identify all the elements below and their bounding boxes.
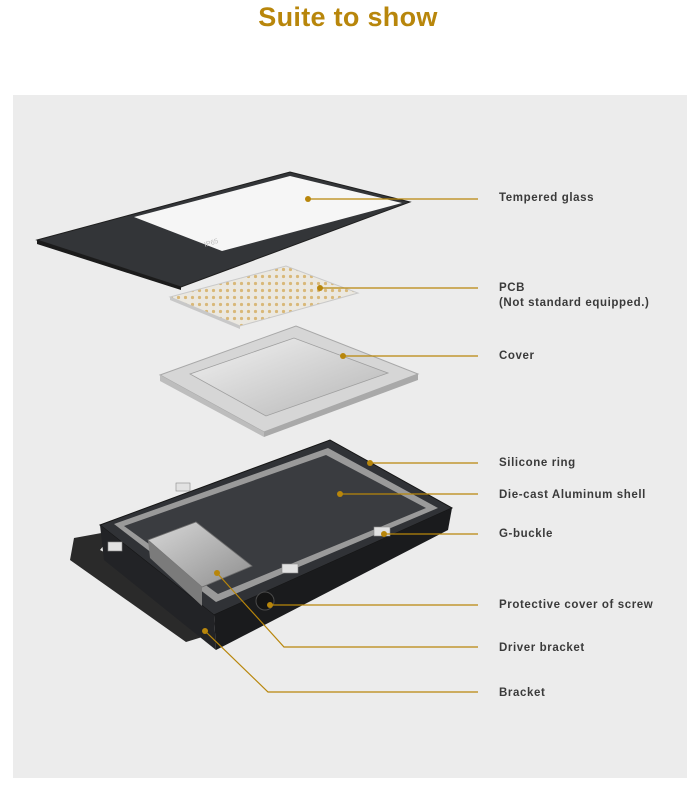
callout-dot-cover — [340, 353, 346, 359]
callout-dot-bracket — [202, 628, 208, 634]
callout-dot-driver-bracket — [214, 570, 220, 576]
callout-dot-g-buckle — [381, 531, 387, 537]
label-g-buckle: G-buckle — [499, 528, 554, 540]
callout-dot-tempered-glass — [305, 196, 311, 202]
label-pcb-note: (Not standard equipped.) — [499, 297, 650, 309]
label-pcb: PCB — [499, 282, 526, 294]
aluminum-shell-part — [70, 439, 454, 650]
glass-mark: IP65 — [204, 238, 220, 249]
callout-dot-silicone-ring — [367, 460, 373, 466]
label-die-cast-aluminum-shell: Die-cast Aluminum shell — [499, 489, 646, 501]
label-silicone-ring: Silicone ring — [499, 457, 576, 469]
callout-dot-die-cast-shell — [337, 491, 343, 497]
tempered-glass-part: IP65 — [35, 171, 412, 290]
label-protective-cover-of-screw: Protective cover of screw — [499, 599, 654, 611]
label-bracket: Bracket — [499, 687, 546, 699]
callout-dot-pcb — [317, 285, 323, 291]
label-driver-bracket: Driver bracket — [499, 642, 585, 654]
cover-part — [158, 325, 420, 437]
callout-bracket — [204, 630, 478, 693]
label-cover: Cover — [499, 350, 535, 362]
callout-driver-bracket — [216, 572, 478, 648]
callout-dot-screw-cover — [267, 602, 273, 608]
callout-lines — [202, 196, 478, 693]
page-title: Suite to show — [258, 2, 438, 32]
pcb-part — [168, 265, 360, 329]
label-tempered-glass: Tempered glass — [499, 192, 595, 204]
